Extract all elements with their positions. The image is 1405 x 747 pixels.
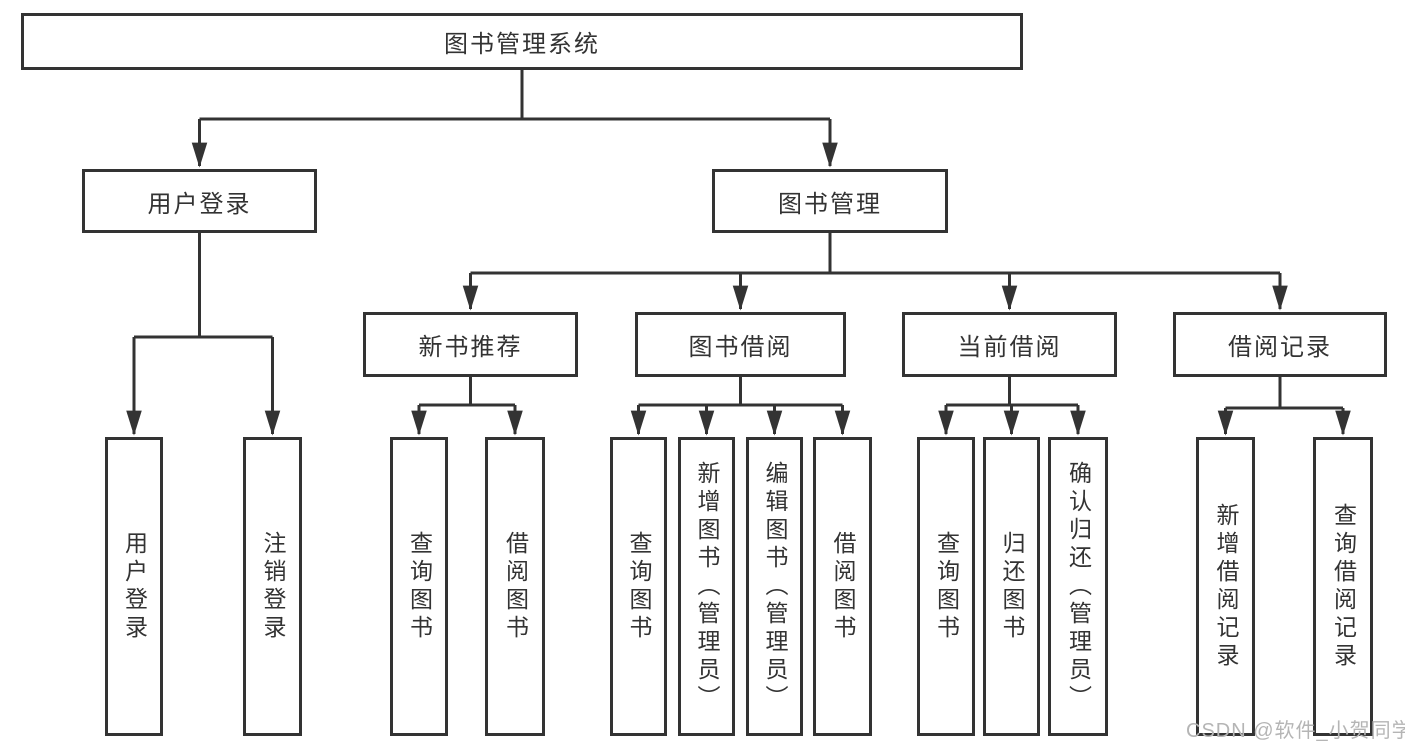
node-leaf-br-query-record: 查询借阅记录 <box>1313 437 1373 736</box>
node-book-management: 图书管理 <box>712 169 948 233</box>
node-root-label: 图书管理系统 <box>444 31 600 58</box>
node-leaf-cb-confirm-return-label: 确认归还（管理员） <box>1065 460 1092 713</box>
node-leaf-cb-return-book-label: 归还图书 <box>999 530 1025 643</box>
node-leaf-bb-borrow-book-label: 借阅图书 <box>830 530 856 643</box>
node-leaf-rec-borrow-book-label: 借阅图书 <box>502 530 529 643</box>
node-user-login: 用户登录 <box>82 169 317 233</box>
node-leaf-rec-borrow-book: 借阅图书 <box>485 437 545 736</box>
node-leaf-cb-return-book: 归还图书 <box>983 437 1040 736</box>
node-leaf-bb-add-book: 新增图书（管理员） <box>678 437 735 736</box>
node-leaf-rec-query-book: 查询图书 <box>390 437 448 736</box>
node-new-book-recommend-label: 新书推荐 <box>418 334 523 361</box>
node-leaf-user-login: 用户登录 <box>105 437 163 736</box>
csdn-watermark: CSDN @软件_小贺同学 <box>1186 720 1405 742</box>
node-leaf-logout-label: 注销登录 <box>260 530 286 643</box>
node-current-borrow: 当前借阅 <box>902 312 1117 377</box>
node-leaf-cb-query-book: 查询图书 <box>917 437 975 736</box>
node-root: 图书管理系统 <box>21 13 1023 70</box>
node-book-borrow-label: 图书借阅 <box>688 334 793 361</box>
node-leaf-logout: 注销登录 <box>243 437 302 736</box>
node-user-login-label: 用户登录 <box>147 190 252 218</box>
node-leaf-cb-confirm-return: 确认归还（管理员） <box>1048 437 1108 736</box>
node-leaf-bb-add-book-label: 新增图书（管理员） <box>694 460 720 713</box>
node-current-borrow-label: 当前借阅 <box>957 334 1062 361</box>
node-leaf-cb-query-book-label: 查询图书 <box>933 530 960 643</box>
node-borrow-record: 借阅记录 <box>1173 312 1387 377</box>
node-leaf-bb-query-book: 查询图书 <box>610 437 667 736</box>
node-book-management-label: 图书管理 <box>778 190 882 218</box>
node-leaf-br-query-record-label: 查询借阅记录 <box>1330 502 1357 671</box>
node-leaf-user-login-label: 用户登录 <box>121 530 148 643</box>
node-book-borrow: 图书借阅 <box>635 312 846 377</box>
node-borrow-record-label: 借阅记录 <box>1228 334 1332 361</box>
node-leaf-br-add-record-label: 新增借阅记录 <box>1213 502 1239 671</box>
node-leaf-bb-query-book-label: 查询图书 <box>626 530 652 643</box>
node-new-book-recommend: 新书推荐 <box>363 312 578 377</box>
node-leaf-bb-edit-book-label: 编辑图书（管理员） <box>762 460 788 713</box>
node-leaf-rec-query-book-label: 查询图书 <box>406 530 433 643</box>
node-leaf-bb-borrow-book: 借阅图书 <box>813 437 872 736</box>
node-leaf-bb-edit-book: 编辑图书（管理员） <box>746 437 803 736</box>
node-leaf-br-add-record: 新增借阅记录 <box>1196 437 1255 736</box>
